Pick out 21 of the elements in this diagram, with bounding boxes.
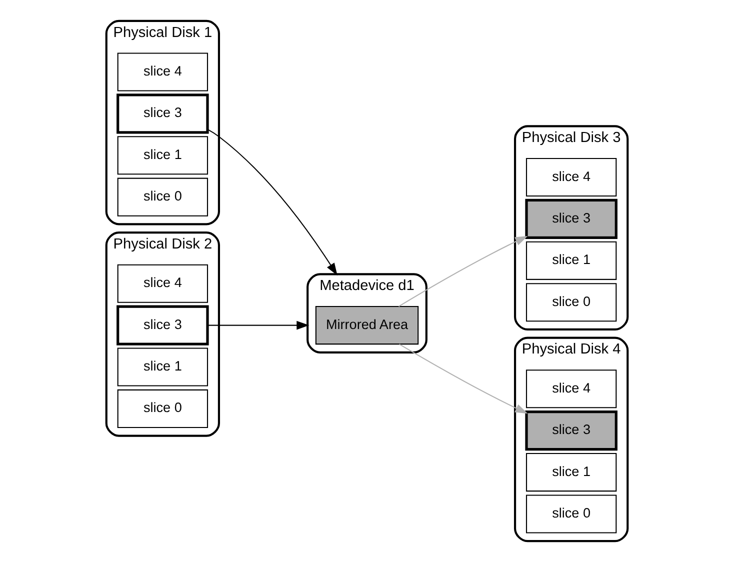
node-box: slice 3 <box>525 410 618 451</box>
arrow <box>208 320 310 330</box>
node-box: slice 0 <box>526 494 617 534</box>
node-box: slice 1 <box>117 348 208 386</box>
node-box: slice 0 <box>526 283 617 322</box>
node-box: slice 4 <box>526 158 617 197</box>
node-box: slice 3 <box>116 94 209 134</box>
node-box: slice 0 <box>117 389 208 428</box>
arrow <box>398 236 528 307</box>
node-box: slice 0 <box>117 178 208 216</box>
node-box: slice 1 <box>117 136 208 175</box>
node-box: slice 4 <box>117 52 208 92</box>
node-box: slice 1 <box>526 453 617 492</box>
arrow <box>207 128 338 276</box>
node-box: slice 3 <box>525 198 618 240</box>
node-box: slice 1 <box>526 241 617 280</box>
node-box: Mirrored Area <box>315 306 419 345</box>
node-box: slice 4 <box>526 370 617 408</box>
node-box: slice 4 <box>117 264 208 303</box>
node-box: slice 3 <box>116 305 209 346</box>
arrow <box>399 344 528 414</box>
